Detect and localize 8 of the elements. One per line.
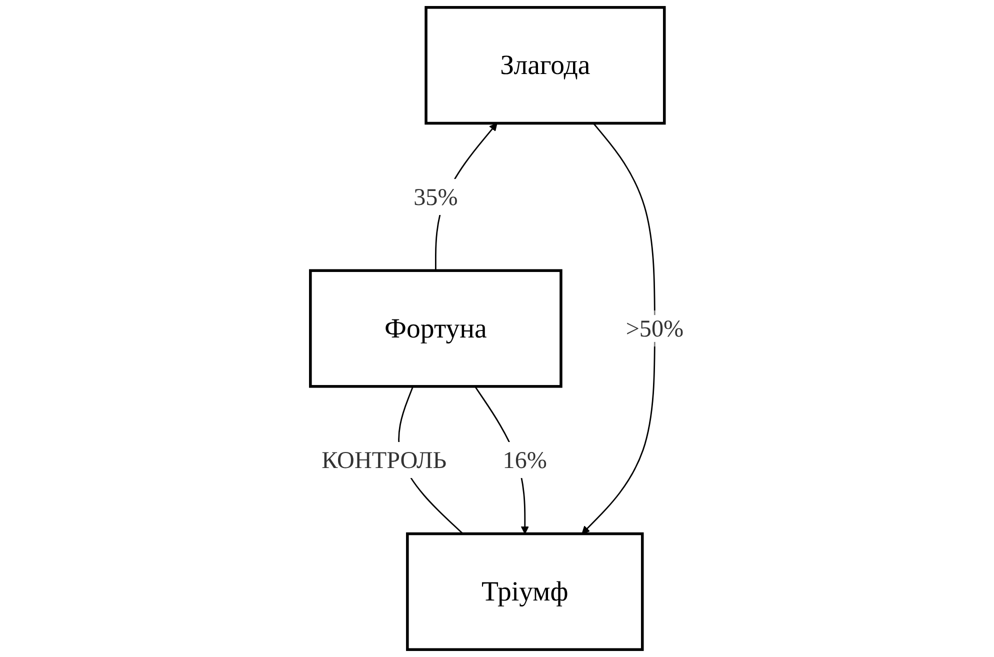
edge-label: 16% — [502, 446, 547, 474]
edge-label: >50% — [626, 315, 684, 342]
edge-label: КОНТРОЛЬ — [322, 446, 447, 474]
node-box: Злагода — [424, 6, 666, 125]
arrow — [582, 122, 656, 534]
node-box: Тріумф — [406, 532, 644, 651]
node-box: Фортуна — [309, 269, 562, 388]
edge-label: 35% — [414, 183, 458, 210]
